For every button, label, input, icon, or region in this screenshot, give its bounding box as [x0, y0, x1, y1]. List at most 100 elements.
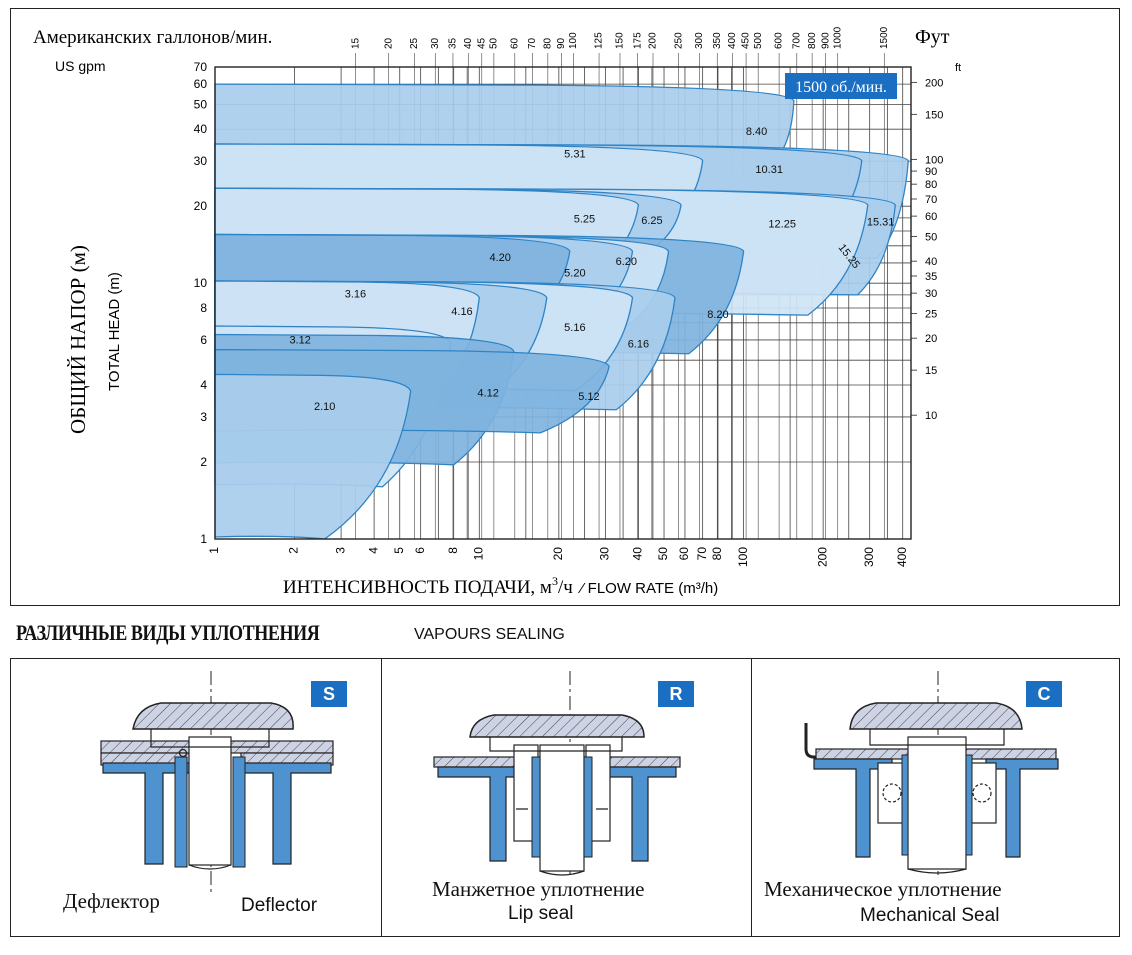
x-tick-label: 60	[677, 547, 691, 561]
y-tick-label: 30	[194, 154, 208, 168]
mechanical-seal-drawing	[804, 671, 1059, 875]
seal-badge-c: C	[1026, 681, 1062, 707]
series-label-8-40: 8.40	[746, 126, 767, 138]
lip-seal-caption-en: Lip seal	[508, 903, 574, 924]
series-label-2-10: 2.10	[314, 401, 335, 413]
ft-tick-label: 15	[925, 365, 937, 377]
ft-tick-label: 80	[925, 179, 937, 191]
ft-tick-label: 60	[925, 211, 937, 223]
gpm-tick-label: 40	[463, 37, 474, 49]
y-axis-label-en: TOTAL HEAD (m)	[106, 272, 123, 391]
y-tick-label: 60	[194, 77, 208, 91]
gpm-tick-label: 60	[509, 37, 520, 49]
x-tick-label: 6	[413, 547, 427, 554]
gpm-tick-label: 45	[476, 37, 487, 49]
gpm-tick-label: 350	[712, 32, 723, 49]
ft-tick-label: 90	[925, 166, 937, 178]
y-tick-label: 2	[200, 455, 207, 469]
ft-tick-label: 50	[925, 231, 937, 243]
seal-panel-deflector: S Дефлектор Deflector	[11, 659, 381, 936]
series-label-6-20: 6.20	[616, 256, 637, 268]
gpm-tick-label: 450	[741, 32, 752, 49]
lip-seal-caption-ru: Манжетное уплотнение	[432, 877, 645, 901]
ft-tick-label: 30	[925, 288, 937, 300]
gpm-tick-label: 250	[673, 32, 684, 49]
ft-tick-label: 70	[925, 194, 937, 206]
x-tick-label: 40	[631, 547, 645, 561]
x-tick-label: 100	[736, 547, 750, 567]
x-tick-label: 4	[366, 547, 380, 554]
right-axis-label-en: ft	[955, 62, 961, 74]
mechanical-seal-caption-ru: Механическое уплотнение	[764, 877, 1002, 901]
ft-tick-label: 200	[925, 77, 943, 89]
gpm-tick-label: 600	[774, 32, 785, 49]
gpm-tick-label: 30	[430, 37, 441, 49]
seal-panel-lip: R Манжетное уплотнение Lip seal	[381, 659, 751, 936]
series-area-8-40	[214, 83, 795, 152]
series-label-3-16: 3.16	[345, 288, 366, 300]
deflector-caption-ru: Дефлектор	[63, 889, 160, 913]
gpm-tick-label: 150	[615, 32, 626, 49]
series-label-12-25: 12.25	[768, 219, 796, 231]
gpm-tick-label: 50	[489, 37, 500, 49]
seal-badge-r: R	[658, 681, 694, 707]
gpm-tick-label: 1000	[832, 26, 843, 49]
y-tick-label: 10	[194, 276, 208, 290]
gpm-tick-label: 125	[594, 32, 605, 49]
plot-frame	[214, 66, 912, 540]
ft-tick-label: 10	[925, 410, 937, 422]
mechanical-seal-caption-en: Mechanical Seal	[860, 905, 1000, 926]
top-axis-label-ru: Американских галлонов/мин.	[33, 27, 272, 48]
x-tick-label: 70	[695, 547, 709, 561]
y-tick-label: 70	[194, 60, 208, 74]
gpm-tick-label: 800	[807, 32, 818, 49]
y-tick-label: 4	[200, 378, 207, 392]
series-label-8-20: 8.20	[707, 309, 728, 321]
seal-types-panel: S Дефлектор Deflector R	[10, 658, 1120, 937]
chart-series-areas	[214, 83, 909, 540]
top-axis-label-en: US gpm	[55, 58, 106, 74]
x-tick-label: 1	[207, 547, 221, 554]
series-label-5-12: 5.12	[578, 391, 599, 403]
series-area-2-10	[214, 373, 412, 540]
series-label-5-25: 5.25	[574, 213, 595, 225]
deflector-caption-en: Deflector	[241, 895, 318, 916]
gpm-tick-label: 20	[383, 37, 394, 49]
y-tick-label: 8	[200, 301, 207, 315]
x-tick-label: 3	[333, 547, 347, 554]
plot-border	[214, 66, 912, 540]
gpm-tick-label: 15	[350, 37, 361, 49]
series-label-4-16: 4.16	[451, 306, 472, 318]
lip-seal-drawing	[433, 671, 681, 876]
x-tick-label: 300	[862, 547, 876, 567]
section-title: РАЗЛИЧНЫЕ ВИДЫ УПЛОТНЕНИЯ	[16, 620, 320, 645]
gpm-tick-label: 500	[753, 32, 764, 49]
gpm-tick-label: 200	[648, 32, 659, 49]
ft-tick-label: 40	[925, 256, 937, 268]
series-label-4-12: 4.12	[477, 388, 498, 400]
gpm-tick-label: 175	[632, 32, 643, 49]
gpm-tick-label: 90	[556, 37, 567, 49]
ft-tick-label: 20	[925, 333, 937, 345]
x-tick-label: 200	[815, 547, 829, 567]
x-tick-label: 20	[551, 547, 565, 561]
series-label-5-20: 5.20	[564, 268, 585, 280]
series-label-3-12: 3.12	[289, 335, 310, 347]
gpm-tick-label: 1500	[879, 26, 890, 49]
ft-tick-label: 100	[925, 154, 943, 166]
gpm-tick-label: 900	[820, 32, 831, 49]
gpm-tick-label: 700	[791, 32, 802, 49]
ft-tick-label: 35	[925, 271, 937, 283]
right-axis-label-ru: Фут	[915, 26, 950, 48]
ft-tick-label: 25	[925, 308, 937, 320]
series-label-4-20: 4.20	[490, 252, 511, 264]
gpm-tick-label: 25	[409, 37, 420, 49]
x-tick-label: 2	[287, 547, 301, 554]
ft-tick-label: 150	[925, 109, 943, 121]
gpm-tick-label: 300	[694, 32, 705, 49]
seal-panel-mechanical: C Механическое уплотнение Mechanical Sea…	[751, 659, 1119, 936]
y-tick-label: 40	[194, 122, 208, 136]
